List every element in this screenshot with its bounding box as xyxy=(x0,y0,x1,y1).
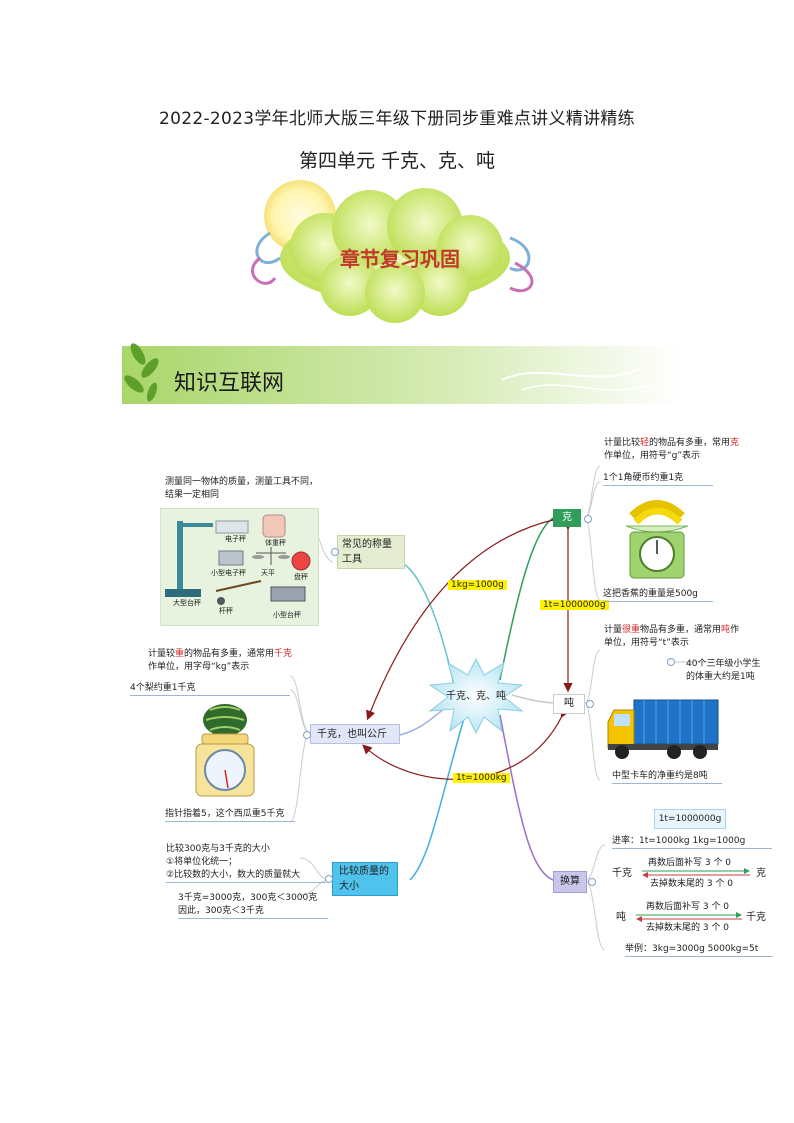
t-description: 计量很重物品有多重，通常用吨作单位，用符号“t”表示 xyxy=(604,624,744,650)
collapse-toggle-icon[interactable] xyxy=(584,515,592,523)
center-node[interactable]: 千克、克、吨 xyxy=(446,691,506,702)
row1-arrows xyxy=(642,868,750,878)
kg-desc-mid: 的物品有多重，通常用 xyxy=(184,649,275,659)
kg-node[interactable]: 千克，也叫公斤 xyxy=(310,724,400,744)
conversion-node[interactable]: 换算 xyxy=(553,871,587,893)
kg-desc-unit: 千克 xyxy=(274,649,293,659)
compare-result-1: 因此，300克＜3千克 xyxy=(178,905,328,919)
row2-arrows xyxy=(636,912,742,922)
center-node-shape xyxy=(428,657,524,735)
kg-description: 计量较重的物品有多重，通常用千克作单位，用字母“kg”表示 xyxy=(148,648,298,674)
label-dial-scale: 盘秤 xyxy=(294,573,308,581)
kg-caption: 指针指着5，这个西瓜重5千克 xyxy=(165,808,295,822)
banana-scale-image xyxy=(625,500,689,579)
unit-title: 第四单元 千克、克、吨 xyxy=(298,150,496,172)
collapse-toggle-icon[interactable] xyxy=(331,548,339,556)
t-desc-unit: 吨 xyxy=(721,625,731,635)
section-title: 知识互联网 xyxy=(174,371,285,396)
compare-result: 3千克=3000克，300克＜3000克 因此，300克＜3千克 xyxy=(178,892,328,919)
link-kg-g: 1kg=1000g xyxy=(448,580,507,590)
g-example: 1个1角硬币约重1克 xyxy=(603,472,713,486)
label-small-electronic-scale: 小型电子秤 xyxy=(211,569,246,577)
collapse-toggle-icon[interactable] xyxy=(667,658,675,666)
link-t-g: 1t=1000000g xyxy=(540,600,609,610)
g-desc-pre: 计量比较 xyxy=(604,438,641,448)
compare-step-2: ②比较数的大小，数大的质量就大 xyxy=(166,869,326,883)
label-electronic-scale: 电子秤 xyxy=(225,535,246,543)
g-caption: 这把香蕉的重量是500g xyxy=(603,588,713,602)
t-desc-post: 作单位，用符号“t”表示 xyxy=(604,625,740,648)
collapse-toggle-icon[interactable] xyxy=(586,700,594,708)
label-body-scale: 体重秤 xyxy=(265,539,286,547)
document-title: 2022-2023学年北师大版三年级下册同步重难点讲义精讲精练 xyxy=(159,109,635,129)
collapse-toggle-icon[interactable] xyxy=(303,731,311,739)
compare-result-0: 3千克=3000克，300克＜3000克 xyxy=(178,893,318,903)
conversion-example: 举例：3kg=3000g 5000kg=5t xyxy=(625,943,773,957)
truck-image xyxy=(607,699,719,759)
section-strip xyxy=(122,343,682,404)
row2-bottom-rule: 去掉数末尾的 3 个 0 xyxy=(646,923,730,933)
row2-left-unit: 吨 xyxy=(616,912,626,923)
label-steelyard: 杆秤 xyxy=(219,607,233,615)
kg-desc-key: 重 xyxy=(175,649,185,659)
row1-bottom-rule: 去掉数末尾的 3 个 0 xyxy=(650,879,734,889)
scales-image: 电子秤 体重秤 小型电子秤 天平 盘秤 大型台秤 杆秤 小型台秤 xyxy=(160,508,319,626)
conversion-box: 1t=1000000g xyxy=(654,809,726,829)
collapse-toggle-icon[interactable] xyxy=(325,875,333,883)
t-desc-mid: 物品有多重，通常用 xyxy=(640,625,722,635)
compare-step-0: 比较300克与3千克的大小 xyxy=(166,844,270,854)
t-example: 40个三年级小学生的体重大约是1吨 xyxy=(686,659,761,682)
g-description: 计量比较轻的物品有多重，常用克作单位，用符号“g”表示 xyxy=(604,437,744,463)
g-desc-unit: 克 xyxy=(730,438,740,448)
label-small-platform-scale: 小型台秤 xyxy=(273,611,301,619)
label-large-platform-scale: 大型台秤 xyxy=(173,599,201,607)
t-desc-pre: 计量 xyxy=(604,625,623,635)
compare-steps: 比较300克与3千克的大小 ①将单位化统一； ②比较数的大小，数大的质量就大 xyxy=(166,843,326,883)
tools-node[interactable]: 常见的称量工具 xyxy=(337,535,405,569)
g-desc-post: 作单位，用符号“g”表示 xyxy=(604,451,701,461)
t-desc-key: 很重 xyxy=(622,625,641,635)
conversion-rate: 进率：1t=1000kg 1kg=1000g xyxy=(612,835,772,849)
kg-desc-pre: 计量较 xyxy=(148,649,176,659)
row2-right-unit: 千克 xyxy=(746,912,766,923)
row1-left-unit: 千克 xyxy=(612,868,632,879)
watermelon-scale-image xyxy=(195,704,255,797)
kg-desc-post: 作单位，用字母“kg”表示 xyxy=(148,662,250,672)
row2-top-rule: 再数后面补写 3 个 0 xyxy=(646,902,730,912)
row1-right-unit: 克 xyxy=(756,868,766,879)
t-caption: 中型卡车的净重约是8吨 xyxy=(612,770,722,784)
g-node[interactable]: 克 xyxy=(553,509,581,527)
kg-example: 4个梨约重1千克 xyxy=(130,682,290,696)
row1-top-rule: 再数后面补写 3 个 0 xyxy=(648,858,732,868)
cloud-banner xyxy=(251,180,534,323)
label-balance: 天平 xyxy=(261,569,275,577)
banner-text: 章节复习巩固 xyxy=(340,247,460,271)
g-desc-mid: 的物品有多重，常用 xyxy=(649,438,731,448)
compare-node[interactable]: 比较质量的大小 xyxy=(332,862,398,896)
tools-note: 测量同一物体的质量，测量工具不同，结果一定相同 xyxy=(165,477,319,500)
compare-step-1: ①将单位化统一； xyxy=(166,857,238,867)
link-t-kg: 1t=1000kg xyxy=(453,773,510,783)
collapse-toggle-icon[interactable] xyxy=(588,878,596,886)
g-desc-key: 轻 xyxy=(640,438,650,448)
t-node[interactable]: 吨 xyxy=(553,694,585,714)
